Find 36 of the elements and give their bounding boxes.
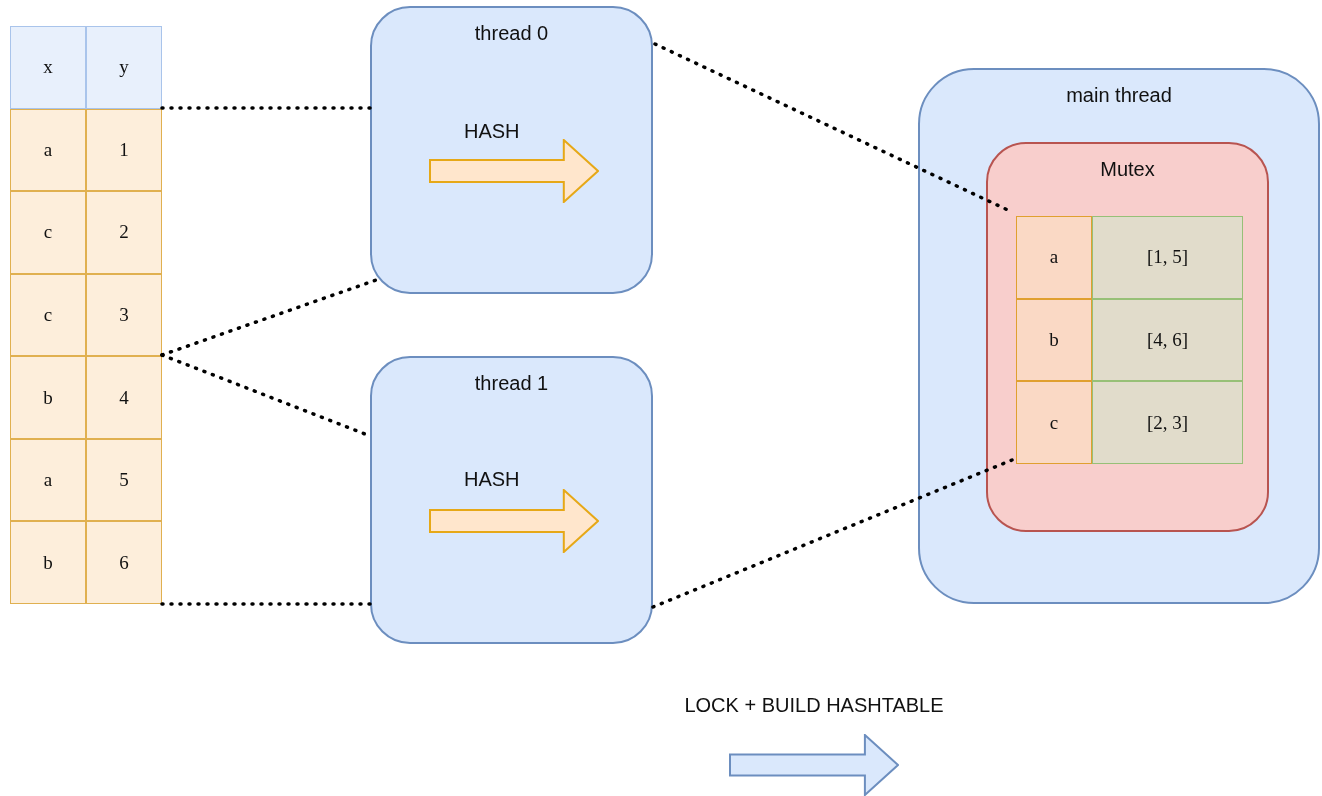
hash-table [1016,216,1243,464]
dotted-connector [651,458,1014,609]
table-cell: 6 [86,521,162,604]
table-cell: c [1016,381,1092,464]
mutex-box [986,142,1269,532]
table-cell: [1, 5] [1092,216,1243,299]
table-cell: b [1016,298,1092,382]
table-cell: [4, 6] [1092,298,1243,382]
table-cell: 3 [86,273,162,357]
table-cell: 4 [86,356,162,439]
header-cell: y [86,26,162,109]
table-cell: c [10,273,86,357]
step-label: HASH [464,468,520,491]
table-cell: c [10,191,86,274]
box-title: thread 1 [473,372,550,395]
thread-box [370,356,653,644]
table-cell: [2, 3] [1092,381,1243,464]
dotted-connector [160,602,372,606]
table-cell: 2 [86,191,162,274]
box-title: thread 0 [473,22,550,45]
box-title: main thread [1065,84,1173,107]
step-label: HASH [464,120,520,143]
thread-box [370,6,653,294]
data-table [10,26,162,604]
dotted-connector [160,106,372,110]
table-cell: 5 [86,438,162,522]
header-cell: x [10,26,86,109]
table-cell: a [10,438,86,522]
main-thread-box [918,68,1320,604]
box-title: Mutex [1099,158,1156,181]
table-cell: 1 [86,108,162,192]
table-cell: a [1016,216,1092,299]
table-cell: b [10,521,86,604]
table-cell: a [10,108,86,192]
note-label: LOCK + BUILD HASHTABLE [684,694,944,717]
table-cell: b [10,356,86,439]
